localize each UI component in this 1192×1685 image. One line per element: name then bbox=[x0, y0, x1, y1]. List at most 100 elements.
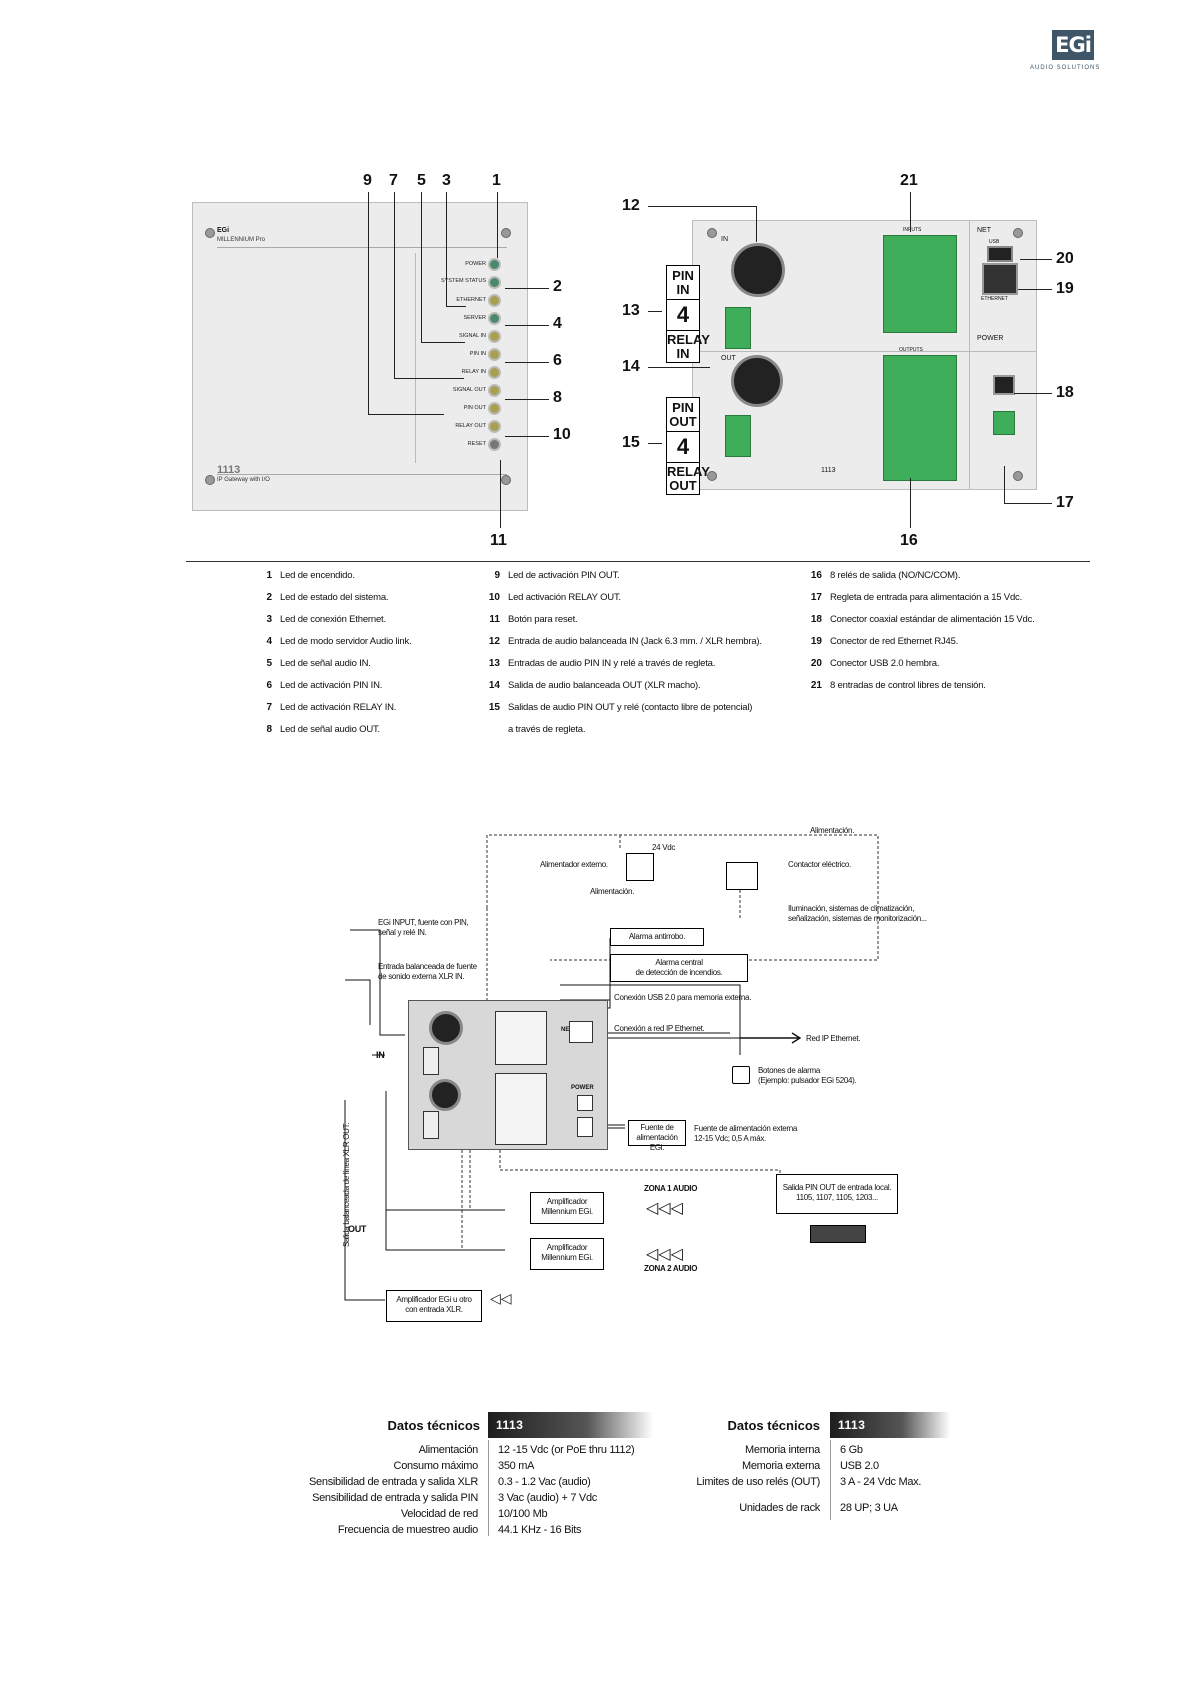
spec-label: Frecuencia de muestreo audio bbox=[337, 1524, 478, 1536]
diag-botones-1: Botones de alarma bbox=[758, 1066, 821, 1075]
callout-5: 5 bbox=[417, 172, 426, 189]
led-label-signal-in: SIGNAL IN bbox=[459, 333, 486, 339]
diag-fuente-box-1: Fuente de bbox=[640, 1123, 674, 1132]
spec-label: Limites de uso relés (OUT) bbox=[696, 1476, 820, 1488]
pin-in-label: IN bbox=[676, 282, 690, 297]
diag-fuente-ext-1: Fuente de alimentación externa bbox=[694, 1124, 798, 1133]
callout-12: 12 bbox=[622, 197, 640, 214]
spec-label: Memoria interna bbox=[745, 1444, 820, 1456]
legend-num: 18 bbox=[810, 614, 822, 625]
diag-iluminacion-2: señalización, sistemas de monitorización… bbox=[788, 914, 927, 923]
leader-line bbox=[1014, 393, 1052, 394]
spec-label: Unidades de rack bbox=[739, 1502, 820, 1514]
screw-icon bbox=[1013, 228, 1023, 238]
diag-alarma-antirrobo: Alarma antirrobo. bbox=[610, 928, 704, 946]
diag-salida-pin-box: Salida PIN OUT de entrada local. 1105, 1… bbox=[776, 1174, 898, 1214]
power-terminal-icon bbox=[993, 411, 1015, 435]
spec-label: Memoria externa bbox=[741, 1460, 820, 1472]
spec-label: Alimentación bbox=[418, 1444, 479, 1456]
callout-3: 3 bbox=[442, 172, 451, 189]
legend-num: 11 bbox=[489, 614, 500, 625]
xlr-jack-out-icon bbox=[731, 355, 783, 407]
legend-num: 12 bbox=[488, 636, 500, 647]
leader-line bbox=[910, 478, 911, 528]
rear-out-label: OUT bbox=[721, 355, 736, 362]
spec-label: Velocidad de red bbox=[400, 1508, 478, 1520]
panel-separator bbox=[217, 474, 507, 475]
leader-line bbox=[1020, 259, 1052, 260]
led-label-pin-out: PIN OUT bbox=[463, 405, 486, 411]
reset-button-icon bbox=[488, 438, 501, 451]
led-label-pin-in: PIN IN bbox=[469, 351, 486, 357]
spec-value: 28 UP; 3 UA bbox=[840, 1502, 898, 1514]
callout-21: 21 bbox=[900, 172, 918, 189]
legend-text: 8 relés de salida (NO/NC/COM). bbox=[830, 570, 961, 581]
callout-15: 15 bbox=[622, 434, 640, 451]
led-icon bbox=[488, 420, 501, 433]
logo-subtitle: AUDIO SOLUTIONS bbox=[1030, 65, 1101, 71]
legend-num: 20 bbox=[810, 658, 822, 669]
diag-fuente-box: Fuente de alimentación EGi. bbox=[628, 1120, 686, 1152]
rear-power-label: POWER bbox=[977, 335, 1004, 342]
screw-icon bbox=[501, 228, 511, 238]
spec-row: Memoria interna 6 Gb bbox=[640, 1444, 980, 1460]
legend-num: 6 bbox=[266, 680, 272, 691]
legend-text: Entrada de audio balanceada IN (Jack 6.3… bbox=[508, 636, 762, 647]
spec-value: 12 -15 Vdc (or PoE thru 1112) bbox=[498, 1444, 635, 1456]
diag-alimentador-externo: Alimentador externo. bbox=[540, 860, 608, 869]
panel-separator bbox=[217, 247, 507, 248]
rear-panel-photo: IN OUT INPUTS OUTPUTS NET USB ETHERNET P… bbox=[692, 220, 1037, 490]
panel-model-number: 1113 bbox=[217, 464, 241, 476]
diag-amp1-2: Millennium EGi. bbox=[541, 1207, 593, 1216]
panel-brand: EGi bbox=[217, 227, 230, 234]
diag-contactor-icon bbox=[726, 862, 758, 890]
diag-salida-pin-2: 1105, 1107, 1105, 1203... bbox=[796, 1193, 878, 1202]
legend-text: Led de modo servidor Audio link. bbox=[280, 636, 412, 647]
diagram-outputs-block-icon bbox=[495, 1073, 547, 1145]
specs-left-rows: Alimentación 12 -15 Vdc (or PoE thru 1112… bbox=[230, 1444, 670, 1540]
spec-value: 350 mA bbox=[498, 1460, 535, 1472]
diag-salida-xlr-vertical: Salida balanceada de línea XLR OUT. bbox=[342, 1122, 351, 1247]
diag-alarma-central: Alarma central de detección de incendios… bbox=[610, 954, 748, 982]
leader-line bbox=[497, 192, 498, 258]
leader-line bbox=[756, 206, 757, 242]
callout-20: 20 bbox=[1056, 250, 1074, 267]
diag-conexion-usb: Conexión USB 2.0 para memoria externa. bbox=[614, 993, 752, 1002]
rear-net-label: NET bbox=[977, 227, 991, 234]
legend-text: Conector USB 2.0 hembra. bbox=[830, 658, 940, 669]
led-icon bbox=[488, 366, 501, 379]
callout-6: 6 bbox=[553, 352, 562, 369]
screw-icon bbox=[707, 228, 717, 238]
diag-red-ip: Red IP Ethernet. bbox=[806, 1034, 861, 1043]
rear-divider bbox=[969, 221, 970, 489]
spec-label: Sensibilidad de entrada y salida PIN bbox=[312, 1492, 478, 1504]
legend-num: 1 bbox=[266, 570, 272, 581]
spec-value: 3 A - 24 Vdc Max. bbox=[840, 1476, 922, 1488]
leader-line bbox=[368, 414, 444, 415]
spec-value: 6 Gb bbox=[840, 1444, 863, 1456]
callout-14: 14 bbox=[622, 358, 640, 375]
callout-17: 17 bbox=[1056, 494, 1074, 511]
leader-line bbox=[421, 192, 422, 342]
legend-num: 10 bbox=[488, 592, 500, 603]
legend-num: 9 bbox=[494, 570, 500, 581]
leader-line bbox=[910, 192, 911, 232]
diag-fuente-ext-2: 12-15 Vdc; 0,5 A máx. bbox=[694, 1134, 766, 1143]
screw-icon bbox=[707, 471, 717, 481]
diagram-device: NET POWER bbox=[408, 1000, 608, 1150]
leader-line bbox=[648, 311, 662, 312]
terminal-icon bbox=[423, 1111, 439, 1139]
diag-amplifier-2: Amplificador Millennium EGi. bbox=[530, 1238, 604, 1270]
leader-line bbox=[446, 192, 447, 306]
screw-icon bbox=[501, 475, 511, 485]
